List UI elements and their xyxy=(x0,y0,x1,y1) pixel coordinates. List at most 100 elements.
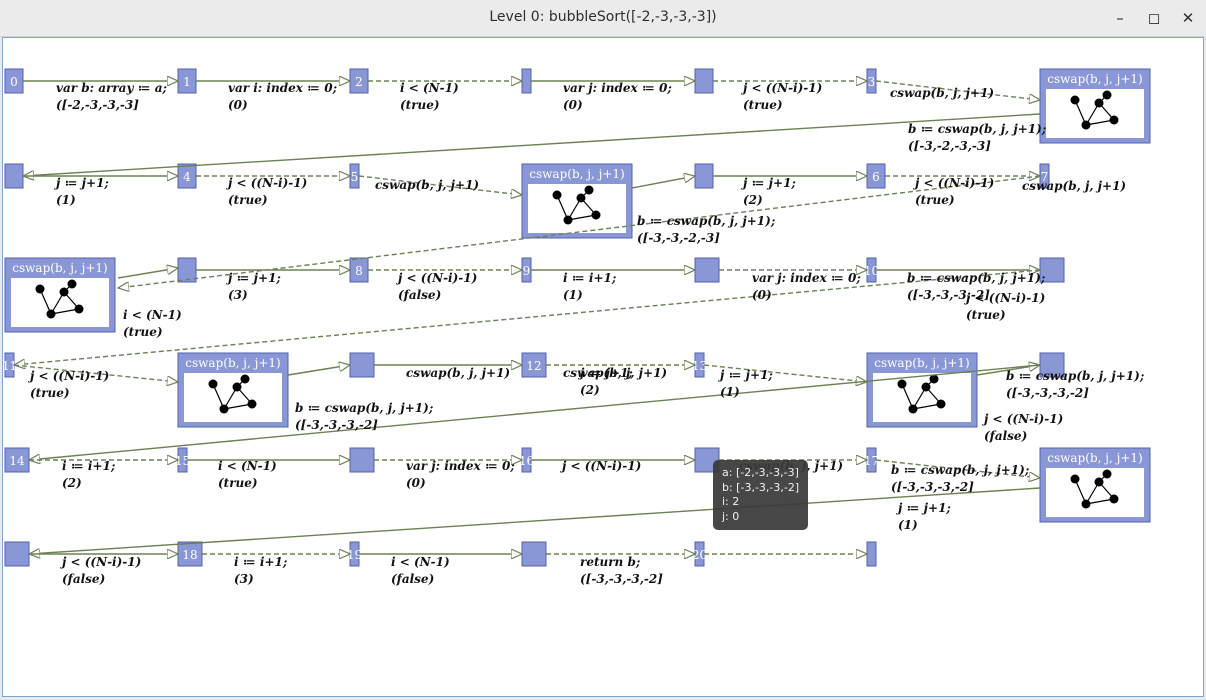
edge-value: ([-3,-2,-3,-3] xyxy=(908,139,991,153)
edge-label: b ≔ cswap(b, j, j+1); xyxy=(891,463,1029,477)
node-label: 17 xyxy=(864,454,879,468)
edge-label: i < (N-1) xyxy=(218,459,277,473)
edge-value: ([-3,-3,-3,-2] xyxy=(580,572,663,586)
graph-edge xyxy=(118,175,1041,288)
edge-label: b ≔ cswap(b, j, j+1); xyxy=(295,401,433,415)
graph-icon-node xyxy=(46,309,56,319)
call-box-body xyxy=(184,373,282,422)
graph-icon-node xyxy=(35,284,45,294)
node-label: 18 xyxy=(182,548,197,562)
edge-value: ([-3,-3,-3,-2] xyxy=(1006,386,1089,400)
graph-icon-node xyxy=(1094,477,1104,487)
edge-value: (2) xyxy=(580,383,600,397)
graph-node[interactable] xyxy=(521,541,547,567)
graph-icon-node xyxy=(1109,494,1119,504)
edge-value: (false) xyxy=(62,572,105,586)
edge-label: i ≔ i+1; xyxy=(563,271,616,285)
graph-node[interactable] xyxy=(694,257,720,283)
edge-value: (3) xyxy=(234,572,254,586)
graph-icon-node xyxy=(929,374,939,384)
edge-value: ([-3,-3,-3,-2] xyxy=(907,288,990,302)
graph-edge xyxy=(14,269,1041,365)
edge-value: (true) xyxy=(30,386,70,400)
graph-edge xyxy=(29,487,1041,554)
graph-icon-edge xyxy=(1085,498,1115,505)
call-box-title: cswap(b, j, j+1) xyxy=(874,356,969,370)
graph-icon-edge xyxy=(556,194,569,221)
graph-icon-edge xyxy=(1074,478,1087,505)
graph-icon-node xyxy=(1102,469,1112,479)
edge-label: j ≔ j+1; xyxy=(741,176,796,190)
graph-icon-node xyxy=(1102,90,1112,100)
graph-icon-node xyxy=(552,190,562,200)
node-label: 10 xyxy=(864,264,879,278)
edge-value: (true) xyxy=(218,476,258,490)
graph-node[interactable] xyxy=(1039,257,1065,283)
graph-node[interactable] xyxy=(4,541,30,567)
graph-icon-node xyxy=(67,279,77,289)
graph-icon-node xyxy=(1070,474,1080,484)
edge-label: b ≔ cswap(b, j, j+1); xyxy=(907,271,1045,285)
node-label: 7 xyxy=(1041,170,1049,184)
edge-label: b ≔ cswap(b, j, j+1); xyxy=(1006,369,1144,383)
graph-icon-edge xyxy=(223,403,253,410)
node-label: 8 xyxy=(355,264,363,278)
graph-icon-edge xyxy=(1074,99,1087,126)
edge-label: j ≔ j+1; xyxy=(226,271,281,285)
edge-label: i ≔ i+1; xyxy=(234,555,287,569)
call-box-body xyxy=(528,184,626,233)
maximize-icon[interactable]: ◻ xyxy=(1147,9,1161,27)
edge-label: var j: index ≔ 0; xyxy=(563,81,672,95)
edge-value: (true) xyxy=(966,308,1006,322)
edge-label: j < ((N-i)-1) xyxy=(741,81,822,95)
node-label: 16 xyxy=(519,454,534,468)
node-label: 19 xyxy=(347,548,362,562)
edge-label: cswap(b, j, j+1) xyxy=(406,366,510,380)
node-label: 13 xyxy=(692,359,707,373)
edge-value: (1) xyxy=(56,193,76,207)
graph-node[interactable] xyxy=(521,68,532,94)
window-title: Level 0: bubbleSort([-2,-3,-3,-3]) xyxy=(489,9,717,25)
edge-value: (false) xyxy=(984,429,1027,443)
graph-node[interactable] xyxy=(694,68,714,94)
edge-value: (true) xyxy=(228,193,268,207)
edge-value: (1) xyxy=(720,385,740,399)
node-label: 12 xyxy=(526,359,541,373)
graph-edge xyxy=(875,459,1040,478)
node-label: 1 xyxy=(183,75,191,89)
edge-label: j < ((N-i)-1) xyxy=(226,176,307,190)
graph-node[interactable] xyxy=(349,352,375,378)
edge-label: var j: index ≔ 0; xyxy=(752,271,861,285)
graph-edge xyxy=(631,176,695,189)
graph-edge xyxy=(29,364,1041,460)
close-icon[interactable]: ✕ xyxy=(1181,9,1195,27)
edge-label: j < ((N-i)-1) xyxy=(60,555,141,569)
edge-value: (2) xyxy=(743,193,763,207)
minimize-icon[interactable]: – xyxy=(1116,9,1124,27)
edge-value: (2) xyxy=(62,476,82,490)
graph-icon-node xyxy=(208,379,218,389)
edge-label: j ≔ j+1; xyxy=(54,176,109,190)
graph-icon-node xyxy=(1070,95,1080,105)
edge-label: j < ((N-i)-1) xyxy=(982,412,1063,426)
graph-icon-node xyxy=(563,215,573,225)
edge-label: cswap(b, j, j+1) xyxy=(375,178,479,192)
graph-node[interactable] xyxy=(349,447,375,473)
edge-label: j < ((N-i)-1) xyxy=(28,369,109,383)
graph-node[interactable] xyxy=(694,163,714,189)
edge-value: (1) xyxy=(563,288,583,302)
graph-node[interactable] xyxy=(4,163,24,189)
call-box-body xyxy=(1046,89,1144,138)
edge-label: return b; xyxy=(580,555,640,569)
edge-label: i ≔ i+1; xyxy=(62,459,115,473)
graph-icon-node xyxy=(1081,499,1091,509)
title-bar: Level 0: bubbleSort([-2,-3,-3,-3]) – ◻ ✕ xyxy=(0,0,1206,37)
graph-icon-node xyxy=(240,374,250,384)
graph-icon-edge xyxy=(567,214,597,221)
edge-label: i < (N-1) xyxy=(391,555,450,569)
graph-icon-node xyxy=(1081,120,1091,130)
tooltip-line: a: [-2,-3,-3,-3] xyxy=(722,466,799,479)
edge-value: (false) xyxy=(398,288,441,302)
graph-node[interactable] xyxy=(866,541,877,567)
graph-edge xyxy=(23,113,1041,176)
